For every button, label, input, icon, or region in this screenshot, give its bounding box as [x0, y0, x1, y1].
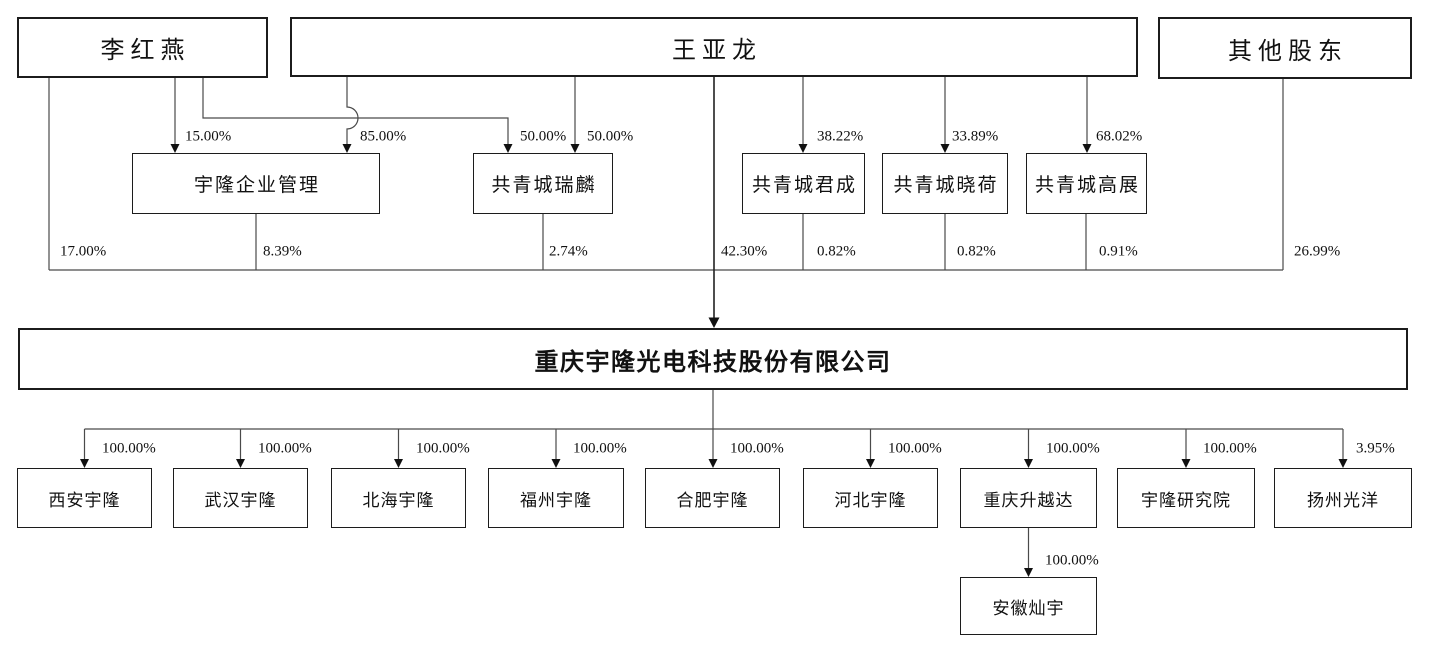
edge-label-main-company--beihai-yulong: 100.00% — [416, 440, 470, 457]
edge-label-yulong-mgmt--main-company: 8.39% — [263, 243, 302, 260]
node-gqc-ruilin: 共青城瑞麟 — [473, 153, 613, 214]
node-anhui-canyu: 安徽灿宇 — [960, 577, 1097, 635]
edge-label-gqc-ruilin--main-company: 2.74% — [549, 243, 588, 260]
edge-label-wang-yalong--main-company: 42.30% — [721, 243, 768, 260]
edge-lines — [48, 77, 1344, 570]
edge-label-main-company--hebei-yulong: 100.00% — [888, 440, 942, 457]
edge-label-main-company--hefei-yulong: 100.00% — [730, 440, 784, 457]
edge-label-main-company--wuhan-yulong: 100.00% — [258, 440, 312, 457]
node-fuzhou-yulong: 福州宇隆 — [488, 468, 624, 528]
node-wang-yalong: 王亚龙 — [290, 17, 1138, 77]
node-gqc-xiaohe: 共青城晓荷 — [882, 153, 1008, 214]
node-main-company: 重庆宇隆光电科技股份有限公司 — [18, 328, 1408, 390]
edge-label-gqc-xiaohe--main-company: 0.82% — [957, 243, 996, 260]
edge-label-main-company--yangzhou-guangyang: 3.95% — [1356, 440, 1395, 457]
edge-label-li-hongyan--main-company: 17.00% — [60, 243, 107, 260]
node-other-shareholders: 其他股东 — [1158, 17, 1412, 79]
edge-label-wang-yalong--gqc-ruilin: 50.00% — [587, 128, 634, 145]
node-hebei-yulong: 河北宇隆 — [803, 468, 938, 528]
node-yangzhou-guangyang: 扬州光洋 — [1274, 468, 1412, 528]
edge-label-li-hongyan--gqc-ruilin: 50.00% — [520, 128, 567, 145]
edge-label-wang-yalong--yulong-mgmt: 85.00% — [360, 128, 407, 145]
edge-label-wang-yalong--gqc-gaozhan: 68.02% — [1096, 128, 1143, 145]
edge-label-li-hongyan--yulong-mgmt: 15.00% — [185, 128, 232, 145]
node-cq-shengyueda: 重庆升越达 — [960, 468, 1097, 528]
node-gqc-gaozhan: 共青城高展 — [1026, 153, 1147, 214]
edge-line-with-hop — [346, 77, 359, 146]
node-wuhan-yulong: 武汉宇隆 — [173, 468, 308, 528]
edge-label-main-company--xian-yulong: 100.00% — [102, 440, 156, 457]
node-yulong-mgmt: 宇隆企业管理 — [132, 153, 380, 214]
edge-label-cq-shengyueda--anhui-canyu: 100.00% — [1045, 552, 1099, 569]
edge-label-main-company--cq-shengyueda: 100.00% — [1046, 440, 1100, 457]
edge-label-main-company--yulong-institute: 100.00% — [1203, 440, 1257, 457]
node-gqc-juncheng: 共青城君成 — [742, 153, 865, 214]
node-yulong-institute: 宇隆研究院 — [1117, 468, 1255, 528]
node-xian-yulong: 西安宇隆 — [17, 468, 152, 528]
edge-label-wang-yalong--gqc-xiaohe: 33.89% — [952, 128, 999, 145]
edge-label-wang-yalong--gqc-juncheng: 38.22% — [817, 128, 864, 145]
node-hefei-yulong: 合肥宇隆 — [645, 468, 780, 528]
edge-label-other-shareholders--main-company: 26.99% — [1294, 243, 1341, 260]
edge-label-main-company--fuzhou-yulong: 100.00% — [573, 440, 627, 457]
edge-label-gqc-gaozhan--main-company: 0.91% — [1099, 243, 1138, 260]
node-beihai-yulong: 北海宇隆 — [331, 468, 466, 528]
edge-label-gqc-juncheng--main-company: 0.82% — [817, 243, 856, 260]
node-li-hongyan: 李红燕 — [17, 17, 268, 78]
